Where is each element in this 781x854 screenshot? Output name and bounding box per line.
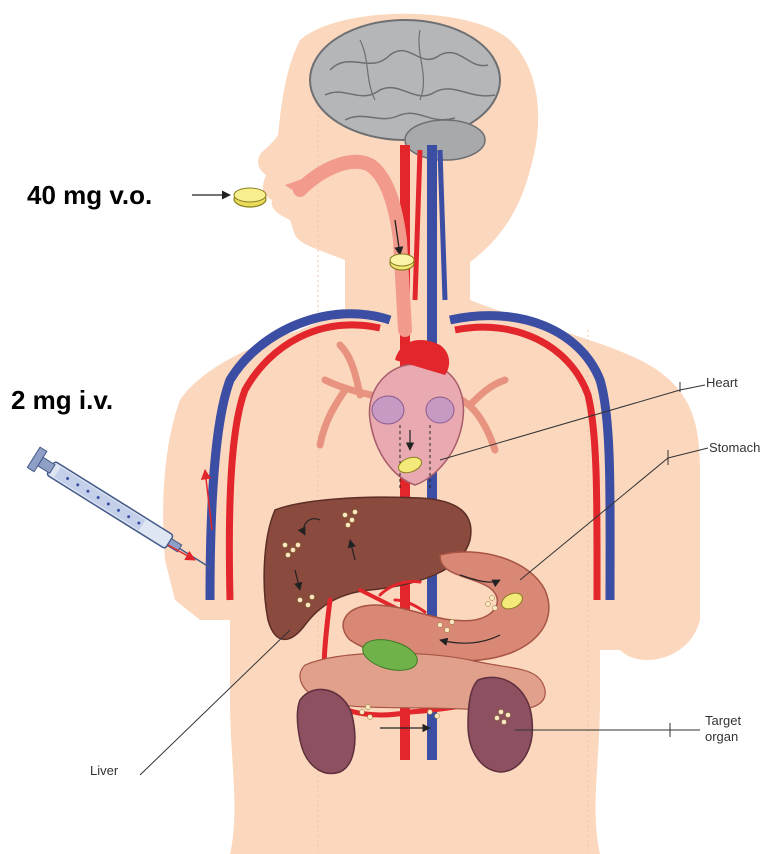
tablet-icon (234, 188, 266, 207)
iv-dose-label: 2 mg i.v. (11, 385, 113, 416)
tablet-icon (390, 254, 414, 270)
stomach-label: Stomach (709, 440, 760, 456)
heart-label: Heart (706, 375, 738, 391)
liver-label: Liver (90, 763, 118, 779)
target-organ-label: Target organ (705, 713, 765, 745)
oral-dose-label: 40 mg v.o. (27, 180, 152, 211)
